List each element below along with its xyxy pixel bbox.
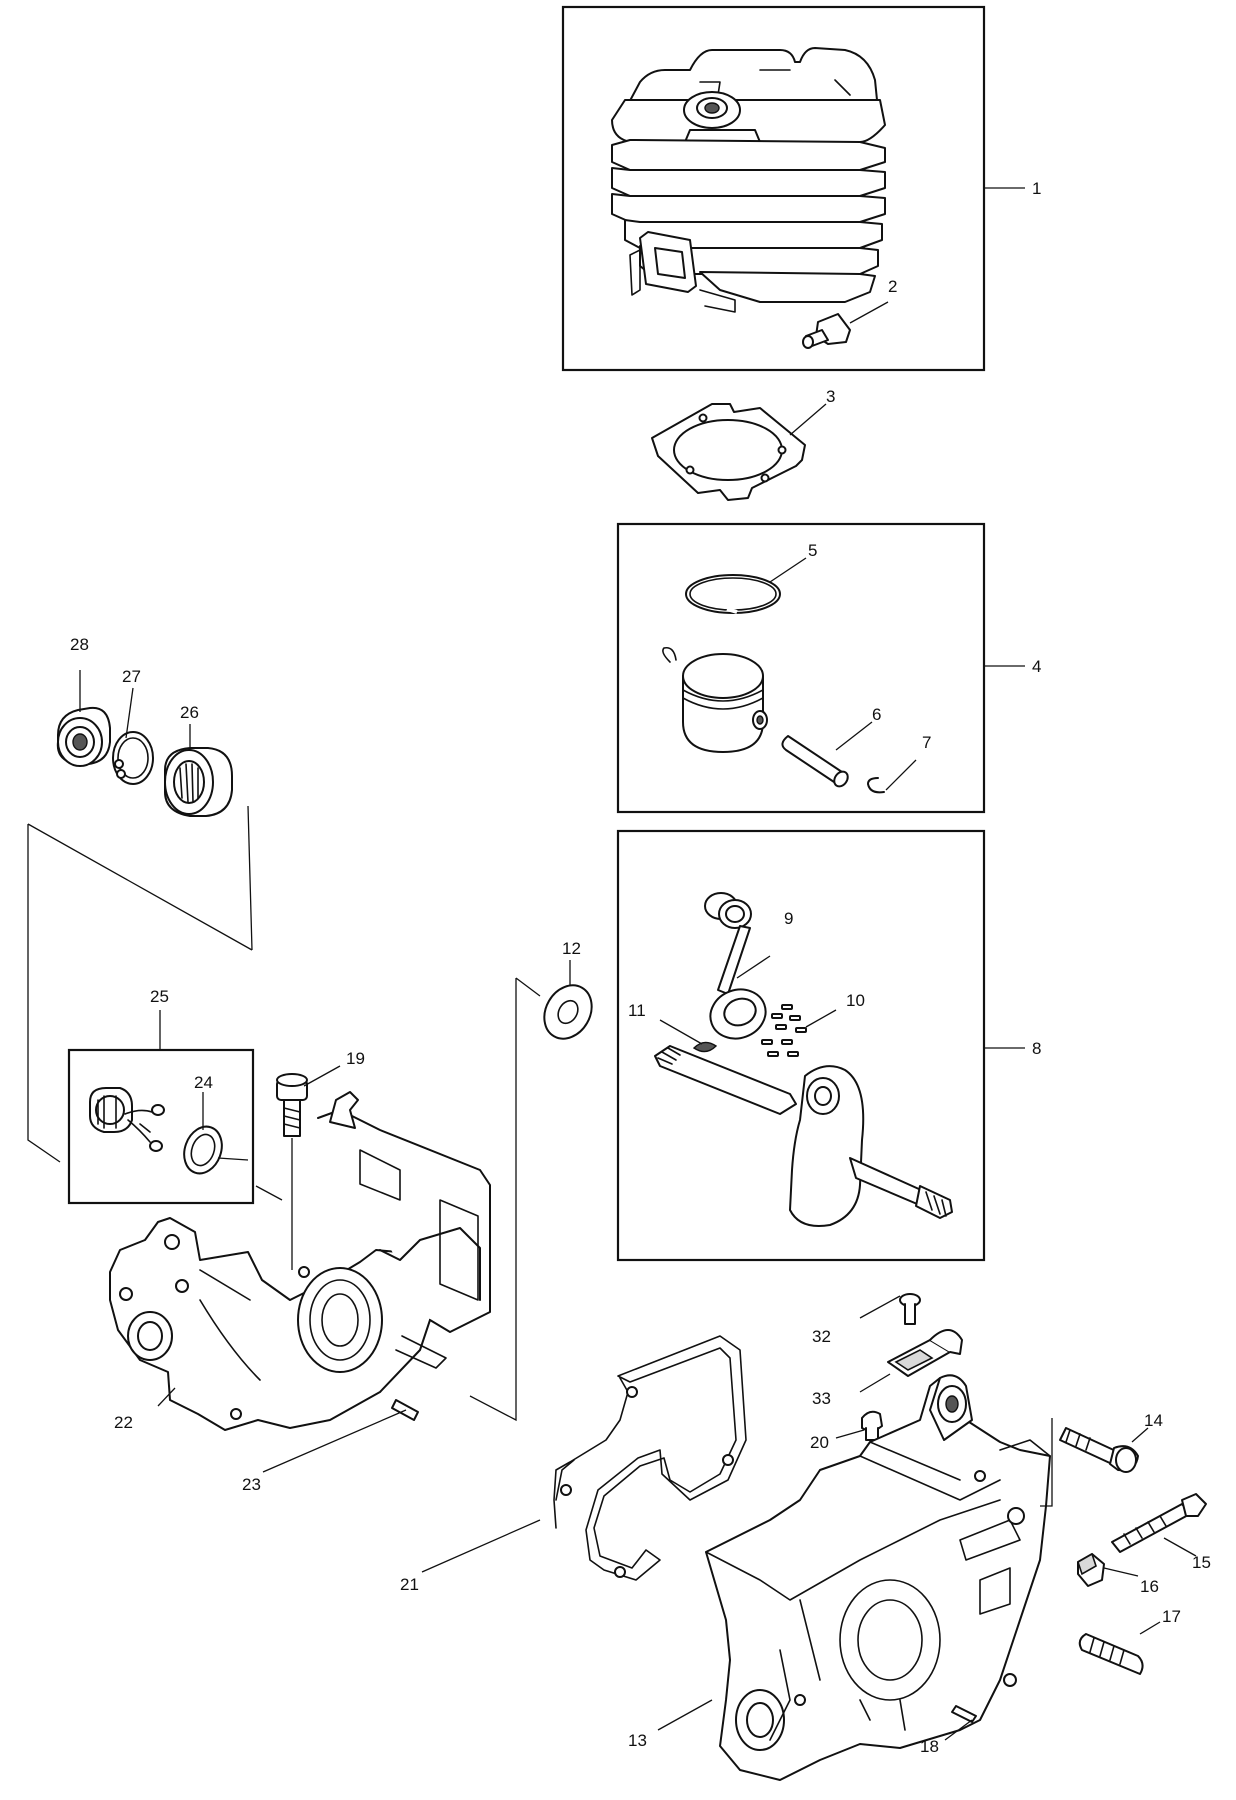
- stud-bolt: [1078, 1633, 1144, 1675]
- callout-22: 22: [114, 1413, 133, 1432]
- callout-15: 15: [1192, 1553, 1211, 1572]
- connecting-rod: [704, 892, 767, 1040]
- callout-25: 25: [150, 987, 169, 1006]
- callout-13: 13: [628, 1731, 647, 1750]
- nut: [1077, 1552, 1105, 1587]
- needle-cage: [164, 747, 233, 817]
- callout-18: 18: [920, 1737, 939, 1756]
- callout-26: 26: [180, 703, 199, 722]
- cylinder: [611, 47, 886, 313]
- callout-32: 32: [812, 1327, 831, 1346]
- oil-pump: [89, 1087, 165, 1152]
- piston-pin-retainer-loose: [662, 646, 677, 663]
- washer: [543, 984, 593, 1040]
- snap-ring: [112, 731, 154, 785]
- callout-8: 8: [1032, 1039, 1041, 1058]
- callout-4: 4: [1032, 657, 1041, 676]
- callout-12: 12: [562, 939, 581, 958]
- callout-5: 5: [808, 541, 817, 560]
- callout-7: 7: [922, 733, 931, 752]
- callout-10: 10: [846, 991, 865, 1010]
- callout-labels: 1 2 3 4 5 6 7 8 9 10 11 12 13 14 15 16 1…: [70, 179, 1211, 1756]
- bolt-14: [1059, 1427, 1139, 1473]
- assembly-lines: [27, 805, 1053, 1507]
- callout-17: 17: [1162, 1607, 1181, 1626]
- callout-2: 2: [888, 277, 897, 296]
- oil-pump-assembly-box: [67, 1048, 255, 1205]
- callout-19: 19: [346, 1049, 365, 1068]
- callout-14: 14: [1144, 1411, 1163, 1430]
- callout-11: 11: [628, 1001, 646, 1020]
- piston: [682, 653, 768, 753]
- woodruff-key: [692, 1041, 718, 1053]
- callout-1: 1: [1032, 179, 1041, 198]
- crankshaft-assembly-box: [616, 829, 986, 1262]
- callout-9: 9: [784, 909, 793, 928]
- decompression-nipple: [802, 313, 851, 349]
- needle-bearing-rollers: [761, 1004, 807, 1057]
- crankshaft: [654, 1045, 953, 1227]
- callout-28: 28: [70, 635, 89, 654]
- callout-24: 24: [194, 1073, 213, 1092]
- crankcase-gasket: [553, 1335, 747, 1581]
- plug-bolt: [861, 1410, 883, 1441]
- callout-6: 6: [872, 705, 881, 724]
- cable-clamp: [887, 1329, 963, 1377]
- callout-27: 27: [122, 667, 141, 686]
- ball-bearing: [56, 706, 111, 767]
- crankcase-half-left: [109, 1091, 491, 1431]
- callout-23: 23: [242, 1475, 261, 1494]
- rivet-screw: [899, 1293, 921, 1325]
- oil-seal: [183, 1125, 223, 1175]
- callout-33: 33: [812, 1389, 831, 1408]
- callout-16: 16: [1140, 1577, 1159, 1596]
- dowel-pin-right: [951, 1705, 977, 1723]
- piston-assembly-box: [616, 522, 986, 814]
- piston-ring: [685, 574, 781, 614]
- piston-pin: [781, 735, 849, 788]
- crankcase-half-right: [705, 1374, 1051, 1781]
- leader-lines: [79, 187, 1197, 1741]
- bolt-15: [1111, 1493, 1207, 1553]
- cylinder-gasket: [651, 403, 806, 501]
- callout-21: 21: [400, 1575, 419, 1594]
- callout-3: 3: [826, 387, 835, 406]
- piston-pin-circlip: [867, 777, 885, 794]
- socket-bolt: [276, 1073, 308, 1137]
- callout-20: 20: [810, 1433, 829, 1452]
